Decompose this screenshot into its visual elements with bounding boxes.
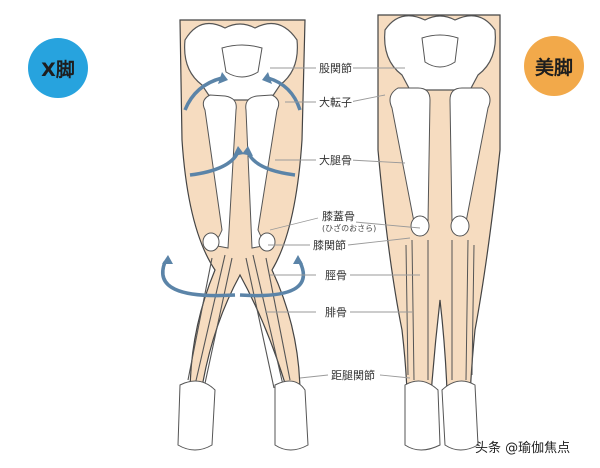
rotation-arrows xyxy=(161,76,306,298)
label-patella-reading: (ひざのおさら) xyxy=(322,224,377,233)
straight-leg-sacrum xyxy=(421,34,459,68)
label-knee-joint: 膝関節 xyxy=(312,239,347,252)
label-greater-trochanter: 大転子 xyxy=(318,96,353,109)
label-femur: 大腿骨 xyxy=(318,154,353,167)
x-leg-left-tibia xyxy=(187,254,233,389)
straight-leg-right-patella xyxy=(450,215,470,237)
leader-lines xyxy=(265,67,421,379)
x-leg-right-tibia xyxy=(245,254,291,389)
straight-leg-left-tibia xyxy=(405,239,429,381)
x-legs-badge: X脚 xyxy=(28,38,88,98)
straight-leg-left-foot xyxy=(404,380,441,451)
straight-leg-right-tibia xyxy=(451,239,475,381)
label-ankle-joint: 距腿関節 xyxy=(330,369,376,382)
label-fibula: 腓骨 xyxy=(324,306,348,319)
label-hip-joint: 股関節 xyxy=(318,62,353,75)
straight-leg-left-patella xyxy=(410,215,430,237)
label-patella: 膝蓋骨 xyxy=(321,210,356,223)
x-leg-right-patella xyxy=(258,232,276,252)
x-leg-left-foot xyxy=(177,380,216,451)
x-leg-left-patella xyxy=(202,232,220,252)
straight-leg-figure xyxy=(377,14,501,451)
x-leg-sacrum xyxy=(221,44,263,78)
straight-legs-badge: 美脚 xyxy=(524,36,584,96)
straight-leg-right-foot xyxy=(441,380,479,451)
label-tibia: 脛骨 xyxy=(324,269,348,282)
x-leg-figure xyxy=(161,19,309,451)
x-leg-right-foot xyxy=(274,380,309,451)
arrow-heads xyxy=(162,72,303,264)
watermark: 头条 @瑜伽焦点 xyxy=(475,441,571,456)
